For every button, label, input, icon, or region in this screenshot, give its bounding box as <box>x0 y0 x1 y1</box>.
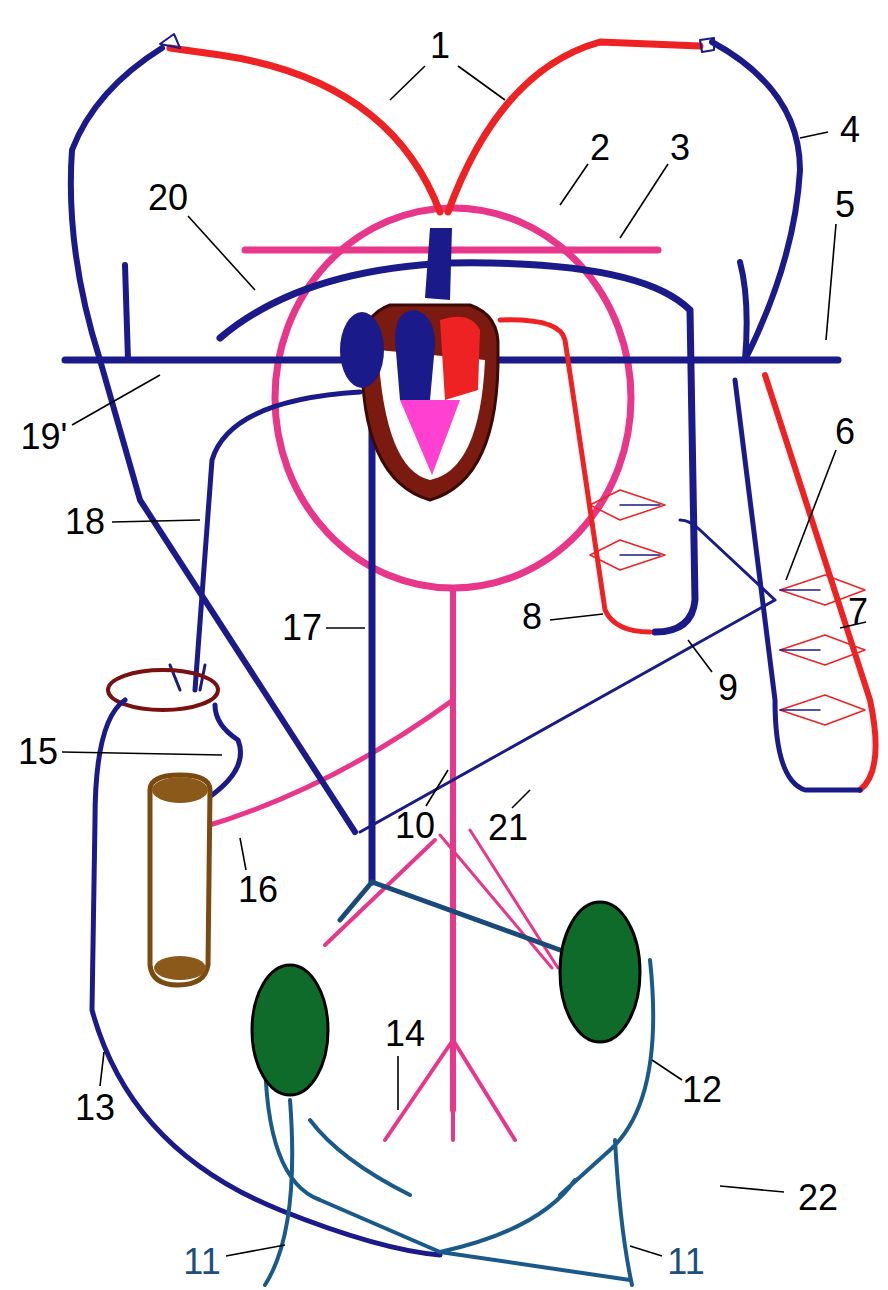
callout-number: 11 <box>665 1244 706 1280</box>
callout-number: 11 <box>181 1244 222 1280</box>
callout-number: 1 <box>428 28 452 64</box>
callout-number: 18 <box>63 504 107 540</box>
callout-number: 13 <box>73 1090 117 1126</box>
callout-number: 10 <box>393 808 437 844</box>
callout-number: 4 <box>838 112 862 148</box>
callout-number: 17 <box>280 610 324 646</box>
callout-number: 7 <box>846 594 870 630</box>
callout-number: 5 <box>833 187 857 223</box>
callout-number: 21 <box>486 810 530 846</box>
callout-number: 2 <box>588 130 612 166</box>
callout-number: 14 <box>383 1016 427 1052</box>
callout-number: 22 <box>796 1180 840 1216</box>
callout-number: 8 <box>520 599 544 635</box>
callout-number: 15 <box>16 734 60 770</box>
callout-number: 16 <box>236 872 280 908</box>
callout-number: 3 <box>668 130 692 166</box>
leader-lines <box>62 66 866 1256</box>
callout-number: 6 <box>833 414 857 450</box>
callout-number: 19' <box>19 419 70 455</box>
callout-number: 12 <box>680 1072 724 1108</box>
callout-number: 9 <box>716 670 740 706</box>
callout-number: 20 <box>146 180 190 216</box>
